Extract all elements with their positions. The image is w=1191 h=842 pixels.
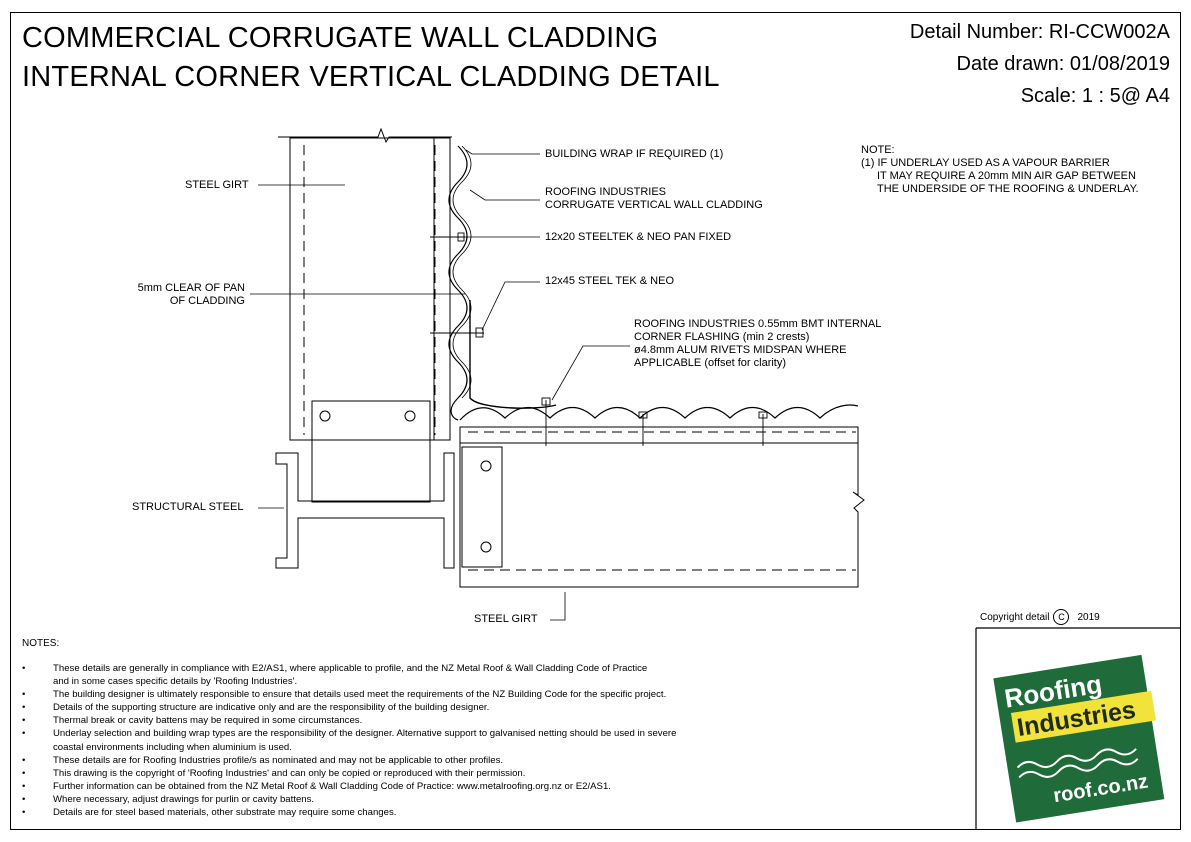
note-bullet: • bbox=[22, 663, 26, 674]
note-bullet: • bbox=[22, 702, 26, 714]
roofing-industries-logo: Roofing Industries roof.co.nz bbox=[993, 654, 1165, 823]
notes-list: • These details are generally in complian… bbox=[22, 662, 962, 819]
leader-lines bbox=[250, 149, 630, 621]
note-text: Details are for steel based materials, o… bbox=[53, 807, 397, 819]
note-bullet: • bbox=[22, 715, 26, 727]
note-text: These details are generally in complianc… bbox=[53, 663, 648, 674]
note-item: • Details of the supporting structure are… bbox=[22, 701, 962, 714]
label-flashing-3: ø4.8mm ALUM RIVETS MIDSPAN WHERE bbox=[634, 344, 847, 356]
copyright-symbol: C bbox=[1053, 609, 1070, 625]
side-note-heading: NOTE: bbox=[861, 144, 895, 156]
side-note-line-1: (1) IF UNDERLAY USED AS A VAPOUR BARRIER bbox=[861, 157, 1110, 169]
note-item: • Underlay selection and building wrap ty… bbox=[22, 727, 962, 740]
label-building-wrap: BUILDING WRAP IF REQUIRED (1) bbox=[545, 148, 724, 160]
note-text: coastal environments including when alum… bbox=[53, 741, 292, 753]
detail-number: Detail Number: RI-CCW002A bbox=[909, 21, 1170, 43]
cleat-plate bbox=[311, 400, 431, 503]
note-text: The building designer is ultimately resp… bbox=[53, 689, 667, 701]
date-drawn: Date drawn: 01/08/2019 bbox=[956, 53, 1171, 75]
note-text: Where necessary, adjust drawings for pur… bbox=[53, 793, 315, 805]
label-flashing-2: CORNER FLASHING (min 2 crests) bbox=[634, 331, 810, 343]
note-text: Thermal break or cavity battens may be r… bbox=[53, 715, 363, 727]
note-item: • These details are generally in complian… bbox=[22, 662, 962, 675]
note-text: Further information can be obtained from… bbox=[53, 780, 611, 792]
title-line-1: COMMERCIAL CORRUGATE WALL CLADDING bbox=[22, 22, 659, 54]
note-text: Details of the supporting structure are … bbox=[53, 702, 490, 714]
note-text: and in some cases specific details by 'R… bbox=[53, 676, 298, 688]
structural-steel-ibeam bbox=[275, 452, 455, 569]
label-steeltek: 12x20 STEELTEK & NEO PAN FIXED bbox=[545, 231, 732, 243]
title-line-2: INTERNAL CORNER VERTICAL CLADDING DETAIL bbox=[22, 61, 720, 93]
note-item: • This drawing is the copyright of 'Roofi… bbox=[22, 767, 962, 780]
note-text: Underlay selection and building wrap typ… bbox=[53, 728, 677, 740]
label-steel-girt-top: STEEL GIRT bbox=[185, 179, 249, 191]
label-flashing-4: APPLICABLE (offset for clarity) bbox=[634, 357, 787, 369]
note-bullet: • bbox=[22, 728, 26, 740]
label-clear-1: 5mm CLEAR OF PAN bbox=[137, 282, 245, 294]
label-steel-girt-bottom: STEEL GIRT bbox=[474, 613, 538, 625]
label-cladding-1: ROOFING INDUSTRIES bbox=[545, 186, 667, 198]
vertical-cladding bbox=[448, 145, 468, 421]
note-item: and in some cases specific details by 'R… bbox=[22, 675, 962, 688]
note-bullet: • bbox=[22, 807, 26, 819]
label-cladding-2: CORRUGATE VERTICAL WALL CLADDING bbox=[545, 199, 763, 211]
note-text: These details are for Roofing Industries… bbox=[53, 754, 504, 766]
note-bullet: • bbox=[22, 754, 26, 766]
note-item: • The building designer is ultimately res… bbox=[22, 688, 962, 701]
label-structural-steel: STRUCTURAL STEEL bbox=[132, 501, 244, 513]
note-text: This drawing is the copyright of 'Roofin… bbox=[53, 767, 526, 779]
copyright-prefix: Copyright detail bbox=[980, 612, 1050, 623]
side-note-line-2: IT MAY REQUIRE A 20mm MIN AIR GAP BETWEE… bbox=[877, 170, 1136, 182]
top-break-line bbox=[278, 127, 452, 144]
note-bullet: • bbox=[22, 767, 26, 779]
lower-girt-outline bbox=[459, 426, 865, 588]
label-tek45: 12x45 STEEL TEK & NEO bbox=[545, 275, 675, 287]
corner-flashing bbox=[469, 300, 557, 409]
note-item: • Further information can be obtained fro… bbox=[22, 780, 962, 793]
side-cleat-plate bbox=[461, 446, 503, 568]
fasteners bbox=[430, 232, 768, 446]
horizontal-cladding bbox=[459, 404, 859, 421]
note-item: • Thermal break or cavity battens may be … bbox=[22, 714, 962, 727]
note-item: • Where necessary, adjust drawings for pu… bbox=[22, 793, 962, 806]
drawing-frame bbox=[10, 12, 1181, 830]
note-item: coastal environments including when alum… bbox=[22, 741, 962, 754]
note-bullet: • bbox=[22, 689, 26, 701]
note-bullet: • bbox=[22, 793, 26, 805]
label-clear-2: OF CLADDING bbox=[169, 295, 245, 307]
label-flashing-1: ROOFING INDUSTRIES 0.55mm BMT INTERNAL bbox=[634, 318, 882, 330]
copyright-year: 2019 bbox=[1077, 612, 1100, 623]
note-item: • Details are for steel based materials, … bbox=[22, 806, 962, 819]
scale: Scale: 1 : 5@ A4 bbox=[1020, 85, 1170, 107]
note-item: • These details are for Roofing Industrie… bbox=[22, 754, 962, 767]
note-bullet: • bbox=[22, 780, 26, 792]
notes-heading: NOTES: bbox=[22, 638, 60, 649]
side-note-line-3: THE UNDERSIDE OF THE ROOFING & UNDERLAY. bbox=[877, 183, 1139, 195]
